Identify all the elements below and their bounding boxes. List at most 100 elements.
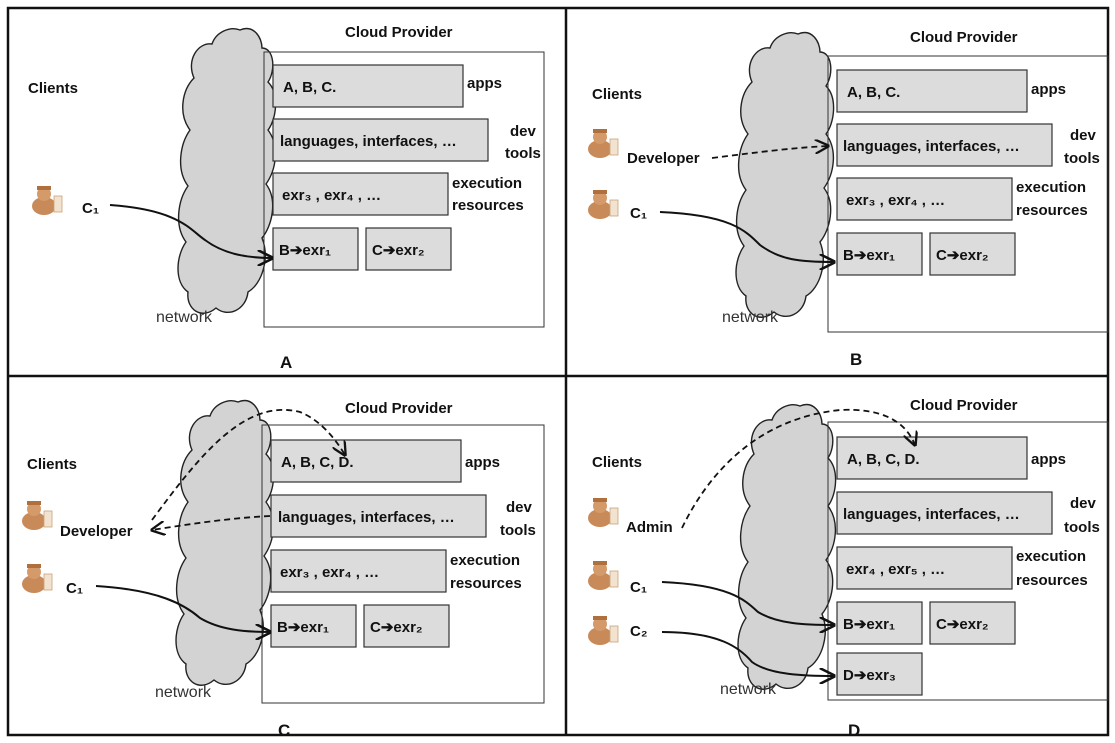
alloc-box: [929, 601, 1016, 645]
request-arrow: [661, 631, 834, 676]
client-c1-label: C₁: [630, 205, 647, 222]
network-label: network: [720, 681, 777, 698]
clients-label: Clients: [592, 86, 642, 103]
panel-d: network Clients Admin C₁ C₂ Cloud Provid…: [587, 397, 1109, 740]
client-icon: [31, 185, 63, 216]
client-icon: [587, 615, 619, 646]
panel-letter: A: [280, 353, 292, 372]
request-arrow: [661, 581, 834, 625]
resources-label: resources: [1016, 202, 1088, 219]
dev-tools-box: [836, 123, 1053, 167]
developer-deploy-arrow: [151, 409, 345, 521]
alloc-text: B➔exr₁: [843, 247, 895, 264]
alloc-box: [836, 601, 923, 645]
request-arrow: [109, 204, 272, 258]
dev-label: dev: [510, 123, 537, 140]
cloud-provider-frame: [827, 55, 1109, 333]
dev-tools-box: [270, 494, 487, 538]
client-icon: [587, 189, 619, 220]
apps-label: apps: [1031, 451, 1066, 468]
network-cloud-icon: [737, 403, 837, 690]
dev-tools-box: [272, 118, 489, 162]
clients-label: Clients: [27, 456, 77, 473]
resources-label: resources: [1016, 572, 1088, 589]
admin-label: Admin: [626, 519, 673, 536]
execution-box: [836, 546, 1013, 590]
dev-tools-box-text: languages, interfaces, …: [280, 133, 457, 150]
execution-label: execution: [1016, 548, 1086, 565]
tools-label: tools: [500, 522, 536, 539]
apps-label: apps: [1031, 81, 1066, 98]
apps-box-text: A, B, C, D.: [281, 454, 354, 471]
network-cloud-icon: [177, 27, 277, 314]
tools-label: tools: [1064, 150, 1100, 167]
apps-box-text: A, B, C, D.: [847, 451, 920, 468]
admin-deploy-arrow: [681, 408, 915, 529]
execution-label: execution: [1016, 179, 1086, 196]
client-icon: [587, 560, 619, 591]
execution-box-text: exr₃ , exr₄ , …: [280, 564, 379, 581]
network-label: network: [155, 684, 212, 701]
resources-label: resources: [452, 197, 524, 214]
request-arrow: [659, 211, 834, 262]
client-c1-label: C₁: [630, 579, 647, 596]
network-label: network: [722, 309, 779, 326]
panel-frame: [6, 6, 1110, 737]
alloc-box: [929, 232, 1016, 276]
clients-label: Clients: [28, 80, 78, 97]
dev-tools-box-text: languages, interfaces, …: [278, 509, 455, 526]
alloc-text: B➔exr₁: [279, 242, 331, 259]
developer-label: Developer: [60, 523, 133, 540]
dev-label: dev: [506, 499, 533, 516]
resources-label: resources: [450, 575, 522, 592]
apps-box-text: A, B, C.: [847, 84, 900, 101]
execution-box-text: exr₃ , exr₄ , …: [846, 192, 945, 209]
cloud-provider-frame: [827, 421, 1109, 701]
tools-label: tools: [505, 145, 541, 162]
client-c1-label: C₁: [82, 200, 99, 217]
request-arrow: [95, 585, 270, 632]
execution-box-text: exr₃ , exr₄ , …: [282, 187, 381, 204]
clients-label: Clients: [592, 454, 642, 471]
apps-label: apps: [467, 75, 502, 92]
cloud-provider-title: Cloud Provider: [345, 24, 453, 41]
execution-box: [272, 172, 449, 216]
network-label: network: [156, 309, 213, 326]
execution-label: execution: [450, 552, 520, 569]
tools-to-developer-arrow: [152, 515, 271, 530]
panel-letter: D: [848, 721, 860, 740]
apps-box: [270, 439, 462, 483]
dev-tools-box-text: languages, interfaces, …: [843, 506, 1020, 523]
cloud-provider-frame: [263, 51, 545, 328]
admin-icon: [587, 497, 619, 528]
alloc-box: [365, 227, 452, 271]
alloc-text: C➔exr₂: [370, 619, 423, 636]
alloc-box: [836, 232, 923, 276]
panel-c: network Clients Developer C₁ Cloud Provi…: [21, 399, 545, 740]
alloc-text: D➔exr₃: [843, 667, 896, 684]
cloud-provider-title: Cloud Provider: [345, 400, 453, 417]
client-c2-label: C₂: [630, 623, 648, 640]
developer-label: Developer: [627, 150, 700, 167]
dev-label: dev: [1070, 127, 1097, 144]
apps-box-text: A, B, C.: [283, 79, 336, 96]
execution-box: [836, 177, 1013, 221]
alloc-box: [272, 227, 359, 271]
execution-box-text: exr₄ , exr₅ , …: [846, 561, 945, 578]
cloud-provider-title: Cloud Provider: [910, 397, 1018, 414]
apps-box: [836, 436, 1028, 480]
developer-request-arrow: [711, 146, 828, 159]
client-c1-label: C₁: [66, 580, 83, 597]
execution-box: [270, 549, 447, 593]
dev-tools-box: [836, 491, 1053, 535]
alloc-text: C➔exr₂: [936, 616, 989, 633]
alloc-box: [363, 604, 450, 648]
cloud-provider-frame: [261, 424, 545, 704]
tools-label: tools: [1064, 519, 1100, 536]
execution-label: execution: [452, 175, 522, 192]
apps-box: [272, 64, 464, 108]
alloc-text: B➔exr₁: [277, 619, 329, 636]
panel-a: network Clients C₁ Cloud Provider A, B, …: [28, 24, 545, 372]
alloc-text: C➔exr₂: [372, 242, 425, 259]
